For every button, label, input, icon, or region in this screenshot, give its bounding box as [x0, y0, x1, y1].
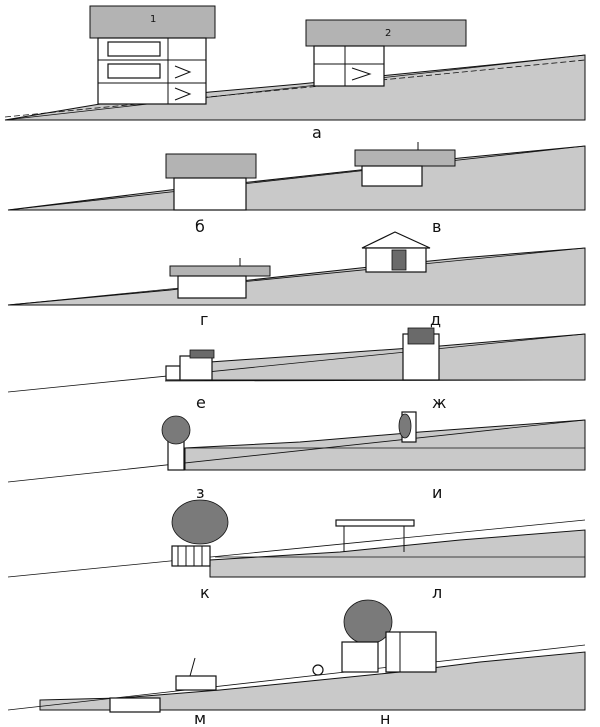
section-e-zh: е ж [7, 327, 586, 412]
section-k-label: к [200, 583, 210, 602]
house-1-roof [89, 5, 216, 39]
pergola-l-beam [335, 519, 415, 527]
pool-m [109, 657, 217, 713]
house-n-fence [341, 641, 379, 673]
house-2: 2 [305, 19, 467, 87]
retaining-i-shrub [398, 413, 412, 439]
fence-k-tree [171, 499, 229, 545]
structure-b-walls [173, 177, 247, 211]
structure-d-roof [361, 231, 431, 249]
section-z-label: з [196, 483, 205, 502]
section-v-label: в [432, 217, 441, 236]
house-n-tree [343, 599, 393, 645]
section-e-zh-ground [209, 333, 586, 381]
terrace-e-step [165, 365, 181, 381]
terrace-e-wall [179, 355, 213, 381]
section-m-n: м н [7, 599, 586, 727]
house-2-roof [305, 19, 467, 47]
structure-g [169, 258, 271, 299]
fence-k-fence [171, 545, 211, 567]
house-n-bush [312, 664, 324, 676]
section-a-label: а [312, 123, 322, 142]
house-1-number: 1 [150, 14, 156, 25]
section-i-label: и [432, 483, 442, 502]
section-k-l: к л [7, 499, 586, 602]
section-g-d: г д [7, 231, 586, 329]
structure-v-roof [354, 149, 456, 167]
retaining-z-shrub [161, 415, 191, 445]
structure-g-walls [177, 275, 247, 299]
house-1: 1 [89, 5, 216, 105]
section-a: 1 2 а [4, 5, 586, 142]
pool-m-basin [109, 697, 161, 713]
terrace-e [165, 349, 215, 381]
house-n [312, 599, 437, 676]
section-m-n-ground [39, 651, 586, 711]
section-k-l-ground [209, 529, 586, 578]
section-g-label: г [200, 310, 208, 329]
retaining-z-wall [167, 439, 185, 471]
section-a-slope-line [4, 54, 586, 121]
house-2-walls [313, 45, 385, 87]
house-n-walls [385, 631, 437, 673]
structure-v-walls [361, 165, 423, 187]
section-a-dashed-line [4, 59, 586, 118]
structure-b [165, 153, 257, 211]
terrace-e-planting [189, 349, 215, 359]
pergola-l [335, 519, 415, 552]
section-d-label: д [430, 310, 441, 329]
section-m-label: м [194, 709, 206, 727]
retaining-z [161, 415, 191, 471]
section-zh-label: ж [432, 393, 446, 412]
section-e-label: е [196, 393, 206, 412]
structure-g-roof [169, 265, 271, 277]
fence-k [171, 499, 229, 567]
terrace-zh [402, 327, 440, 381]
section-n-label: н [380, 709, 390, 727]
section-b-label: б [195, 217, 205, 236]
section-z-i-ground [184, 419, 586, 471]
terrace-zh-planting [407, 327, 435, 345]
section-z-i: з и [7, 411, 586, 502]
pool-m-terrace [175, 675, 217, 691]
house-2-number: 2 [385, 28, 391, 39]
structure-v [354, 142, 456, 187]
structure-d [361, 231, 431, 273]
structure-b-roof [165, 153, 257, 179]
section-l-label: л [432, 583, 442, 602]
section-b-v: б в [7, 142, 586, 236]
retaining-i [398, 411, 417, 443]
